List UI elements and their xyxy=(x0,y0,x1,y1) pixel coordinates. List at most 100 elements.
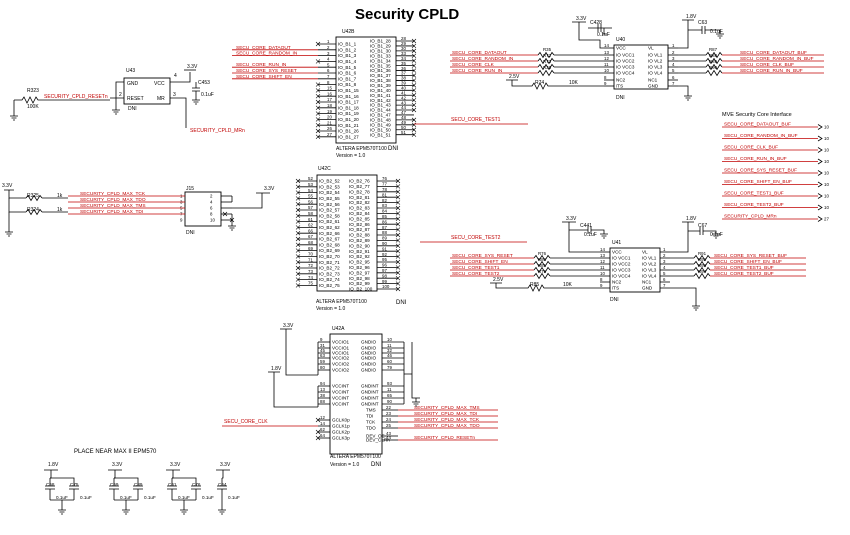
u42c-nc-mark xyxy=(295,178,301,184)
u42b-nc-mark xyxy=(315,41,321,47)
u42b-nc-mark xyxy=(315,93,321,99)
j15-right-pin-number: 2 xyxy=(210,194,213,199)
u42a-nc-mark xyxy=(315,429,321,435)
u41-right-pin-label: NC1 xyxy=(642,280,652,285)
u42c-left-pin-number: 54 xyxy=(308,188,313,193)
u42a-gnd-pin-number: 79 xyxy=(387,365,392,370)
u41-left-pin-label: IO VCC1 xyxy=(612,256,631,261)
u42a-gnd-pin-number: 60 xyxy=(387,359,392,364)
u42c-right-pin-label: IO_B2_84 xyxy=(349,211,370,216)
u42a-gnd-pin-label: GNDIO xyxy=(361,362,376,367)
bypass-cap-2-val: 0.1uF xyxy=(144,495,156,500)
u42a-power-pin-label: VCCINT xyxy=(332,390,349,395)
u42c-nc-mark xyxy=(295,277,301,282)
j15-left-pin-number: 9 xyxy=(180,218,183,223)
u40-left-pin-label: IO VCC4 xyxy=(616,71,635,76)
u42b-left-pin-number: 3 xyxy=(327,51,330,56)
u42b-nets: SECU_CORE_DATAOUTSECU_CORE_RANDOM_INSECU… xyxy=(232,45,318,80)
u42b-version: Version = 1.0 xyxy=(336,153,366,159)
u40-out-resistor-ref: R89 xyxy=(709,59,718,64)
u42b-right-pin-label: IO_B1_41 xyxy=(370,93,391,98)
u42a-power-pin-number: 45 xyxy=(320,348,325,353)
u42c-left-pin-label: IO_B2_58 xyxy=(319,213,340,218)
u42b-left-pin-number: 19 xyxy=(327,109,332,114)
u42b-nc-mark xyxy=(315,122,321,128)
net-test1-label: SECU_CORE_TEST1 xyxy=(451,117,501,123)
u42c-left-pin-number: 66 xyxy=(308,228,313,233)
u42c-nc-mark xyxy=(395,248,401,254)
u42a-gnd-pin-label: GNDINT xyxy=(361,396,379,401)
u42b-left-pin-label: IO_B1_20 xyxy=(338,117,359,122)
iface-port-marker xyxy=(817,216,823,222)
u42b-right-pin-number: 44 xyxy=(401,105,406,110)
u41-in-resistor-ref: R81 xyxy=(538,263,547,268)
iface-net-label: SECU_CORE_CLK_BUF xyxy=(724,145,778,151)
u41-out-resistor xyxy=(693,260,711,268)
u42c-right-pin-label: IO_B2_91 xyxy=(349,249,370,254)
u42a-jtag-pin-label: DEV_CLRn xyxy=(366,438,390,443)
u42b-left-pin-label: IO_B1_1 xyxy=(338,42,357,47)
u42c-left-pin-label: IO_B2_62 xyxy=(319,225,340,230)
u41-left-pin-label: VCC xyxy=(612,250,622,255)
u42c-nc-mark xyxy=(395,221,401,227)
u42a-clk-pin-number: 64 xyxy=(320,433,325,438)
u42a-jtag-net-label: SECURITY_CPLD_MAX_TMS xyxy=(414,405,480,411)
u42b-net-label: SECU_CORE_SHIFT_EN xyxy=(236,74,292,80)
j15-pullup-r325 xyxy=(25,194,43,202)
u42c-nc-mark xyxy=(395,200,401,205)
u42a-gnd-pin-label: GNDIO xyxy=(361,346,376,351)
bypass-cap-1-val: 0.1uF xyxy=(120,495,132,500)
u41-right-pin-number: 4 xyxy=(663,265,666,270)
u42b-nc-mark xyxy=(411,127,417,132)
u42c-right-pin-number: 81 xyxy=(382,192,387,197)
u42c-left-pin-number: 58 xyxy=(308,211,313,216)
u42c-right-pin-label: IO_B2_78 xyxy=(349,189,370,194)
bypass-ground xyxy=(218,500,226,515)
u42b-right-pin-label: IO_B1_39 xyxy=(370,83,391,88)
u42c-nc-mark xyxy=(395,194,401,200)
u40-right-pin-label: IO VL4 xyxy=(648,71,663,76)
u42c-right-pin-number: 83 xyxy=(382,203,387,208)
u42a-body xyxy=(329,333,383,455)
u42a-power-pin-number: 63 xyxy=(320,353,325,358)
u42c-nc-mark xyxy=(295,207,301,213)
u41-left-pin-label: IO VCC3 xyxy=(612,268,631,273)
u42b-right-pin-number: 42 xyxy=(401,95,406,100)
u41-left-pin-number: 12 xyxy=(600,259,605,264)
u40-in-resistor-ref: R73 xyxy=(543,59,552,64)
u40-left-pin-label: /TS xyxy=(616,84,623,89)
bypass-cap-1-val: 0.1uF xyxy=(178,495,190,500)
u42a-rail-33: 3.3V xyxy=(283,323,294,329)
u42c-nc-mark xyxy=(395,243,401,249)
c441-ref: C441 xyxy=(580,223,592,229)
u40-right-pin-number: 6 xyxy=(672,75,675,80)
iface-port-marker xyxy=(817,193,823,199)
u40-in-resistor xyxy=(537,63,555,71)
j15-ref: J15 xyxy=(186,186,194,192)
u42b-left-pin-number: 4 xyxy=(327,57,330,62)
net-mrn-label: SECURITY_CPLD_MRn xyxy=(190,128,245,134)
u42b-left-pin-number: 7 xyxy=(327,74,330,79)
r85-ref: R85 xyxy=(530,282,539,288)
u42c-left-pin-label: IO_B2_66 xyxy=(319,231,340,236)
c453-val: 0.1uF xyxy=(201,92,214,98)
u40-out-net-label: SECU_CORE_DATAOUT_BUF xyxy=(740,50,807,56)
u42c-nc-mark xyxy=(295,265,301,271)
u42c-dni: DNI xyxy=(396,300,407,306)
u42b-left-pin-label: IO_B1_17 xyxy=(338,100,359,105)
u42b-left-pin-number: 6 xyxy=(327,68,330,73)
u42c-right-pin-label: IO_B2_97 xyxy=(349,270,370,275)
u42b-nc-mark xyxy=(411,88,417,93)
u42c-left-pin-number: 57 xyxy=(308,205,313,210)
u42b-nc-mark xyxy=(411,58,417,63)
u42c-right-pin-label: IO_B2_81 xyxy=(349,195,370,200)
u43-pin3: 3 xyxy=(173,92,176,98)
u42b-nc-mark xyxy=(315,88,321,93)
u42b-left-pin-number: 15 xyxy=(327,86,332,91)
u42c-nc-mark xyxy=(395,286,401,292)
u42b-right-pin-number: 40 xyxy=(401,86,406,91)
r324-val: 1k xyxy=(57,207,63,213)
